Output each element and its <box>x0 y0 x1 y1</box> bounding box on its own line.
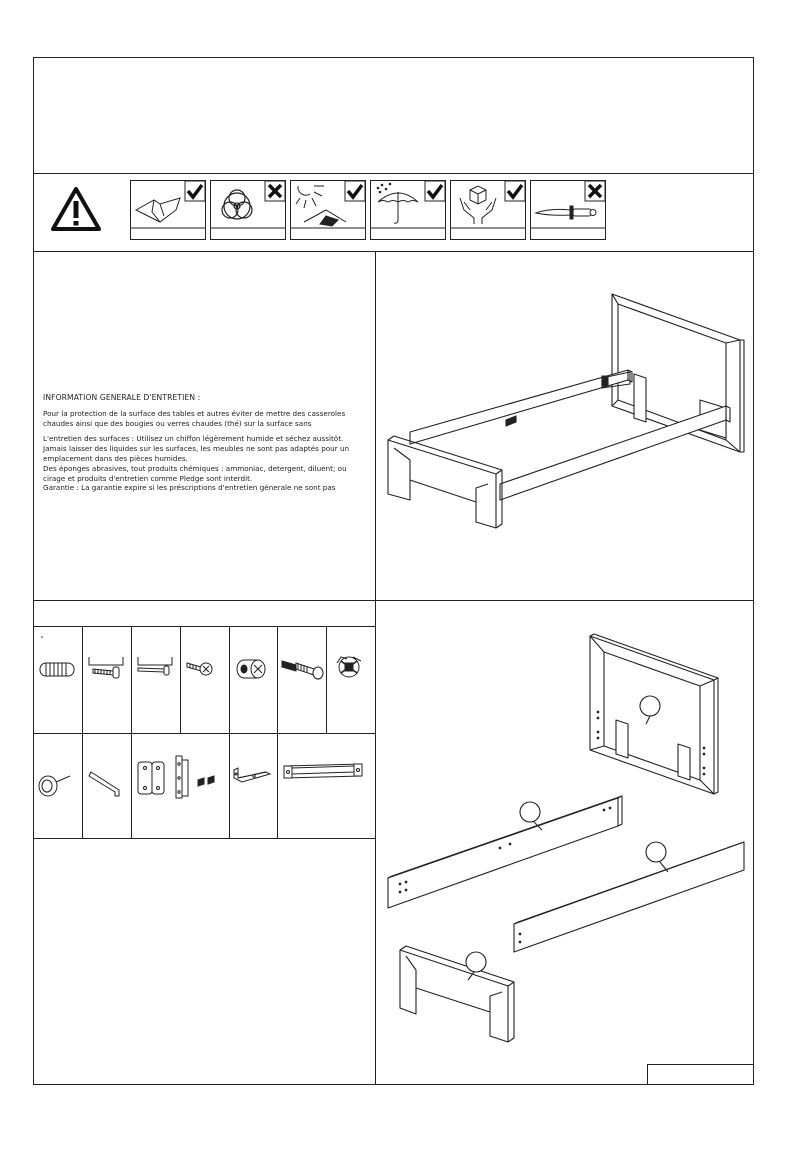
part-angle-bracket <box>230 734 277 838</box>
divider-header <box>33 173 754 174</box>
grid-line <box>277 626 278 733</box>
grid-line <box>131 626 132 733</box>
assembled-bed-illustration <box>380 288 750 542</box>
fragile-box-hands-icon <box>459 185 497 224</box>
care-tile-chemical <box>210 180 286 240</box>
chemical-hazard-icon <box>221 189 253 220</box>
angle-bracket-icon <box>233 767 272 783</box>
bolt-icon <box>137 665 170 676</box>
short-screw-icon <box>186 662 213 676</box>
part-rail-bracket <box>278 734 375 838</box>
divider-parts-bottom <box>33 838 376 839</box>
care-tile-knife <box>530 180 606 240</box>
care-tile-fragile <box>450 180 526 240</box>
care-tile-umbrella <box>370 180 446 240</box>
care-tile-sun <box>290 180 366 240</box>
part-dowel <box>34 627 82 733</box>
care-tile-cloth <box>130 180 206 240</box>
part-glide-nail <box>34 734 82 838</box>
grid-line <box>326 626 327 733</box>
grid-line <box>277 733 278 838</box>
part-allen-key <box>83 734 131 838</box>
allen-key-icon <box>88 771 120 797</box>
umbrella-rain-icon <box>376 182 419 224</box>
hinge-plates-icon <box>137 755 215 799</box>
grid-line <box>131 733 132 838</box>
maintenance-paragraph-1: Pour la protection de la surface des tab… <box>43 408 346 428</box>
connector-nut-icon <box>336 656 362 678</box>
cam-lock-icon <box>236 659 266 679</box>
maintenance-line-2: Jamais laisser des liquides sur les surf… <box>43 444 350 463</box>
maintenance-line-1: L'entretien des surfaces : Utilisez un c… <box>43 434 344 444</box>
maintenance-heading: INFORMATION GENERALE D'ENTRETIEN : <box>43 393 201 402</box>
divider-parts-top <box>33 626 376 627</box>
wooden-dowel-icon <box>39 662 75 677</box>
cam-bolt-icon <box>281 660 324 680</box>
glide-nail-icon <box>38 775 71 797</box>
part-bolt <box>132 627 180 733</box>
page-frame <box>33 57 754 1085</box>
page-number-box <box>647 1064 754 1085</box>
warning-triangle-icon <box>50 186 102 232</box>
sun-icon <box>295 185 347 227</box>
maintenance-line-4: Garantie : La garantie expire si les pré… <box>43 483 336 493</box>
grid-line <box>180 626 181 733</box>
long-screw-icon <box>92 666 120 679</box>
part-connector-nut <box>327 627 375 733</box>
cloth-icon <box>134 197 181 223</box>
part-cam-lock <box>230 627 277 733</box>
grid-line <box>82 626 83 733</box>
divider-parts-row <box>33 733 376 734</box>
exploded-parts-illustration <box>380 630 750 1064</box>
maintenance-info: INFORMATION GENERALE D'ENTRETIEN : Pour … <box>43 393 368 493</box>
part-hinge-plates <box>132 734 229 838</box>
part-cam-bolt <box>278 627 326 733</box>
part-short-screw <box>181 627 229 733</box>
divider-middle <box>33 600 754 601</box>
divider-center <box>375 251 376 1085</box>
knife-icon <box>534 205 597 220</box>
rail-bracket-icon <box>283 763 363 779</box>
grid-line <box>229 733 230 838</box>
grid-line <box>82 733 83 838</box>
part-long-screw <box>83 627 131 733</box>
maintenance-line-3: Des éponges abrasives, tout produits ché… <box>43 463 347 483</box>
divider-symbols <box>33 251 754 252</box>
grid-line <box>229 626 230 733</box>
